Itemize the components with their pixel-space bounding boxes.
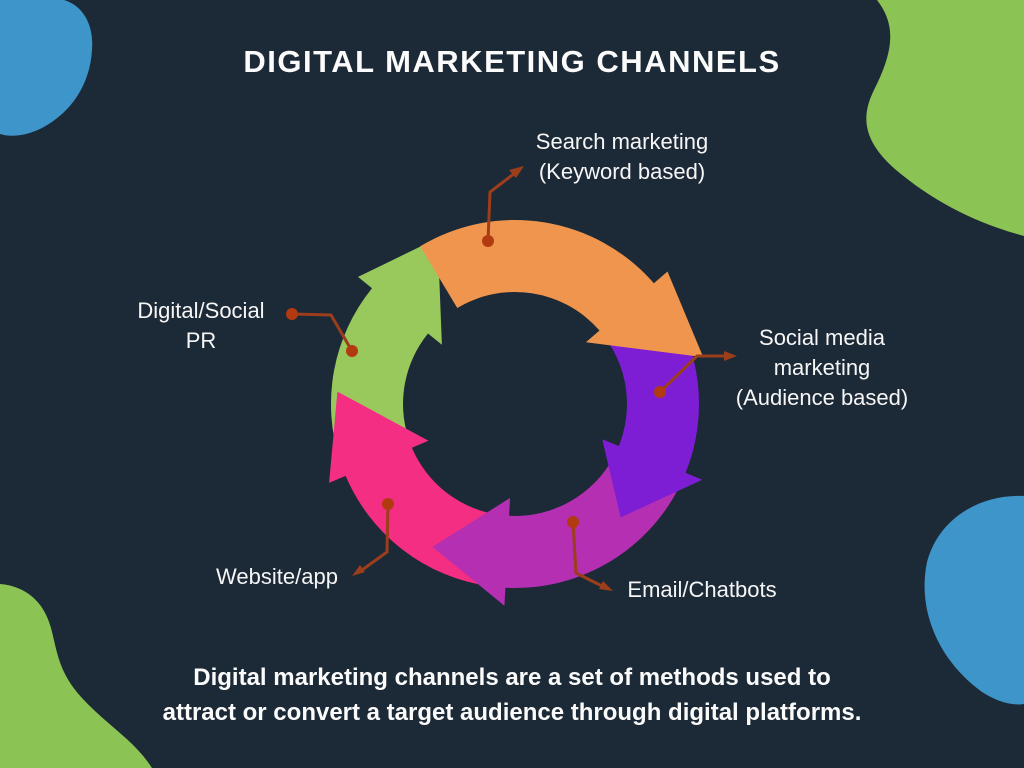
- label-social-media-marketing: Social media marketing (Audience based): [692, 323, 952, 413]
- label-email-chatbots: Email/Chatbots: [572, 575, 832, 605]
- label-digital-social-pr: Digital/Social PR: [91, 296, 311, 356]
- blob-bottom-left: [0, 584, 152, 768]
- search-connector-dot: [482, 235, 494, 247]
- description: Digital marketing channels are a set of …: [0, 660, 1024, 730]
- email-connector-arrowhead-icon: [599, 581, 613, 591]
- label-line: Email/Chatbots: [627, 577, 777, 602]
- pr-connector-dot-end: [346, 345, 358, 357]
- label-line: Website/app: [216, 564, 338, 589]
- connectors: [286, 166, 737, 591]
- blob-top-left: [0, 0, 93, 136]
- blob-top-right: [866, 0, 1024, 236]
- blob-bottom-right: [924, 495, 1024, 705]
- website-connector-arrowhead-icon: [352, 565, 365, 576]
- label-line: PR: [185, 328, 217, 353]
- description-line: attract or convert a target audience thr…: [162, 699, 862, 726]
- arrow-search-marketing: [420, 219, 704, 358]
- pr-connector-dot-start: [286, 308, 298, 320]
- email-connector-dot: [567, 516, 579, 528]
- label-website-app: Website/app: [157, 562, 397, 592]
- label-line: (Keyword based): [538, 159, 706, 184]
- label-search-marketing: Search marketing (Keyword based): [480, 127, 764, 187]
- label-line: Digital/Social: [137, 298, 265, 323]
- label-line: (Audience based): [735, 385, 909, 410]
- social-connector-arrowhead-icon: [724, 351, 737, 361]
- social-connector: [654, 351, 737, 398]
- search-connector-arrowhead-icon: [509, 166, 524, 178]
- email-connector: [567, 516, 613, 591]
- label-line: marketing: [773, 355, 871, 380]
- social-connector-dot: [654, 386, 666, 398]
- label-line: Social media: [759, 325, 885, 350]
- cycle-diagram: [329, 219, 704, 606]
- description-line: Digital marketing channels are a set of …: [193, 664, 831, 691]
- pr-connector: [286, 308, 358, 357]
- page-title: DIGITAL MARKETING CHANNELS: [243, 44, 781, 79]
- website-connector: [352, 498, 394, 576]
- website-connector-dot: [382, 498, 394, 510]
- label-line: Search marketing: [535, 129, 709, 154]
- search-connector: [482, 166, 524, 247]
